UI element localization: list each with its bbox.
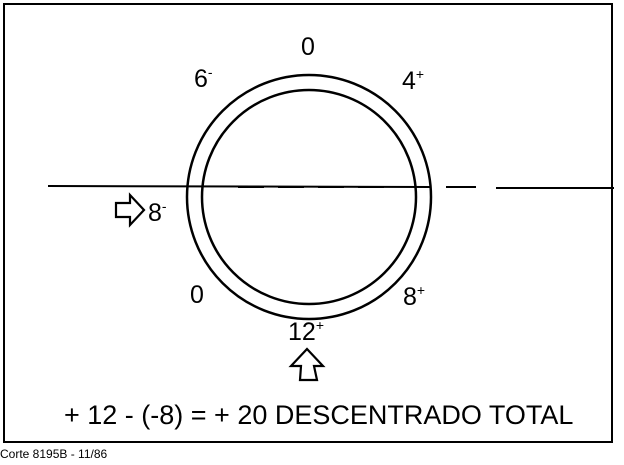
label-left: 8- [148, 198, 167, 227]
equation-text: + 12 - (-8) = + 20 DESCENTRADO TOTAL [64, 400, 573, 430]
label-bottom: 12+ [288, 317, 324, 346]
outer-circle [185, 73, 433, 321]
label-bottom-left: 0 [190, 281, 204, 309]
left-arrow-icon [114, 192, 146, 228]
label-bottom-right: 8+ [403, 282, 425, 311]
centerline-dashes [238, 186, 614, 189]
diagram-frame [3, 3, 613, 443]
label-top-left: 6- [194, 64, 213, 93]
label-top: 0 [301, 33, 315, 61]
bottom-arrow-icon [288, 347, 326, 382]
inner-circle [200, 88, 418, 306]
figure-caption: Corte 8195B - 11/86 [0, 447, 108, 461]
label-top-right: 4+ [402, 66, 424, 95]
